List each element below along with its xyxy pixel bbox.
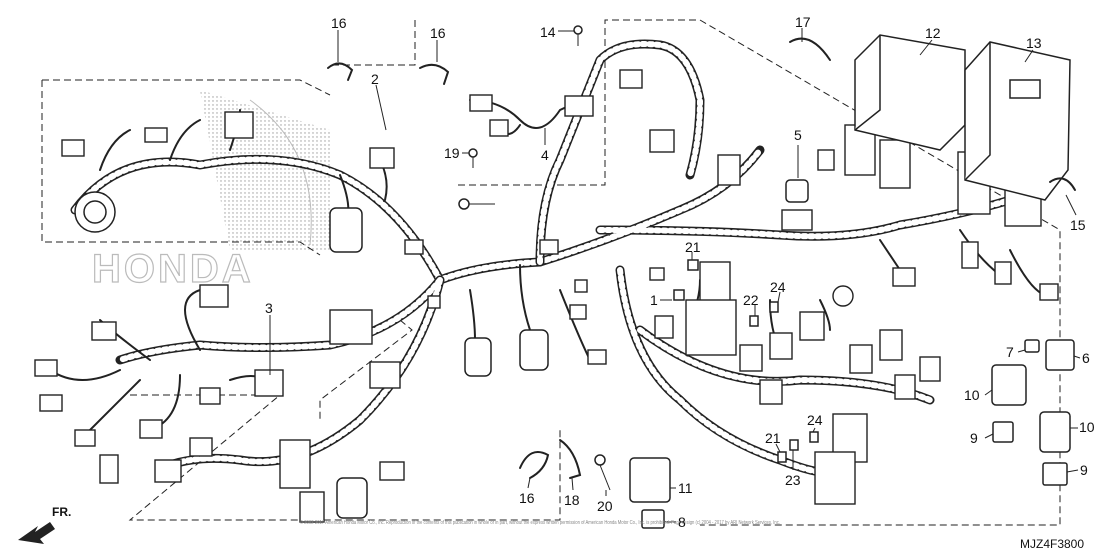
group-box-2-top: [42, 79, 331, 96]
callout-21-upper: 21: [685, 239, 701, 255]
callout-17: 17: [795, 14, 811, 30]
callout-4: 4: [541, 147, 549, 163]
callout-24-upper: 24: [770, 279, 786, 295]
leader-lines: [269, 28, 1081, 523]
callout-23: 23: [785, 472, 801, 488]
group-box-main: [458, 19, 1061, 526]
callout-1: 1: [650, 292, 658, 308]
copyright-text: © 2002-2017 American Honda Motor Co., In…: [300, 519, 780, 526]
callout-21-lower: 21: [765, 430, 781, 446]
callout-5: 5: [794, 127, 802, 143]
callout-12: 12: [925, 25, 941, 41]
front-direction: FR.: [18, 505, 71, 544]
callout-9-left: 9: [970, 430, 978, 446]
callout-10-right: 10: [1079, 419, 1095, 435]
callout-24-lower: 24: [807, 412, 823, 428]
callout-19: 19: [444, 145, 460, 161]
callout-6: 6: [1082, 350, 1090, 366]
honda-watermark-text: HONDA: [92, 247, 254, 291]
callout-20: 20: [597, 498, 613, 514]
diagram-code: MJZ4F3800: [1020, 537, 1084, 551]
callout-7: 7: [1006, 344, 1014, 360]
callout-14: 14: [540, 24, 556, 40]
callout-10-left: 10: [964, 387, 980, 403]
connectors: [34, 69, 1059, 523]
group-box-2: [41, 80, 321, 256]
honda-watermark: HONDA: [91, 90, 330, 292]
front-arrow-icon: [18, 522, 55, 544]
callout-15: 15: [1070, 217, 1086, 233]
group-box-bottom: [128, 394, 561, 521]
callout-2: 2: [371, 71, 379, 87]
callout-3: 3: [265, 300, 273, 316]
main-harness: [70, 39, 1015, 478]
cylinders: [74, 191, 549, 519]
callout-11: 11: [678, 480, 693, 496]
small-parts: [327, 25, 1076, 529]
callout-16-top-left: 16: [331, 15, 347, 31]
callout-16-bottom: 16: [519, 490, 535, 506]
ecu-modules: [854, 34, 1071, 201]
callout-13: 13: [1026, 35, 1042, 51]
callout-22: 22: [743, 292, 759, 308]
callout-9-right: 9: [1080, 462, 1088, 478]
callout-8: 8: [678, 514, 686, 530]
callout-16-top: 16: [430, 25, 446, 41]
callout-labels: 16 2 16 14 17 12 13 19 4 5 15 3 21 1 22 …: [265, 14, 1095, 530]
group-outlines: [41, 19, 1061, 526]
group-box-16-top: [330, 20, 416, 66]
callout-18: 18: [564, 492, 580, 508]
front-label: FR.: [52, 505, 71, 519]
